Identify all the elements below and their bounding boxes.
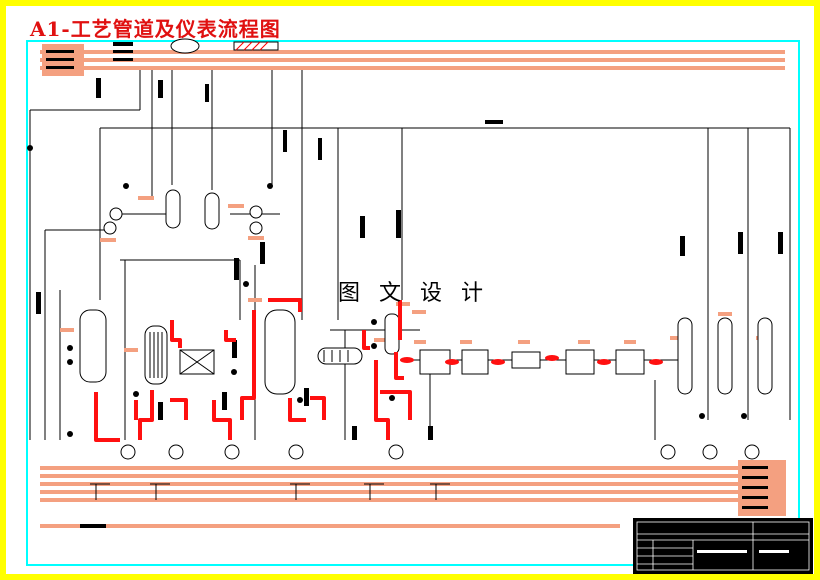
box-b4 xyxy=(615,349,645,375)
hot-line-fittings xyxy=(400,355,663,365)
instrument-tags xyxy=(36,78,783,440)
top-drum xyxy=(170,38,200,54)
drawing-border xyxy=(26,40,800,566)
hot-lines xyxy=(94,298,412,442)
box-b3 xyxy=(565,349,595,375)
vessel-v1 xyxy=(165,189,181,229)
column-c1 xyxy=(144,325,168,385)
tank-t1 xyxy=(677,317,693,395)
box-b2 xyxy=(461,349,489,375)
reactor-r2 xyxy=(264,309,296,395)
watermark: 图 文 设 计 xyxy=(338,281,489,306)
bottom-branches xyxy=(90,483,450,500)
tank-t2 xyxy=(717,317,733,395)
pumps xyxy=(103,205,760,460)
title-block-grid xyxy=(636,521,810,571)
filter-f1 xyxy=(511,351,541,369)
instrument-bubbles xyxy=(27,145,747,437)
vessel-v3 xyxy=(384,313,400,355)
title-block xyxy=(633,518,813,574)
vessel-v2 xyxy=(204,192,220,230)
tank-t3 xyxy=(757,317,773,395)
header-pipes-top xyxy=(40,50,785,70)
tag-plates xyxy=(60,196,770,352)
reactor-r1 xyxy=(79,309,107,383)
column-internals xyxy=(149,332,349,378)
process-lines xyxy=(29,70,791,440)
drawing-title: A1-工艺管道及仪表流程图 xyxy=(30,17,281,41)
